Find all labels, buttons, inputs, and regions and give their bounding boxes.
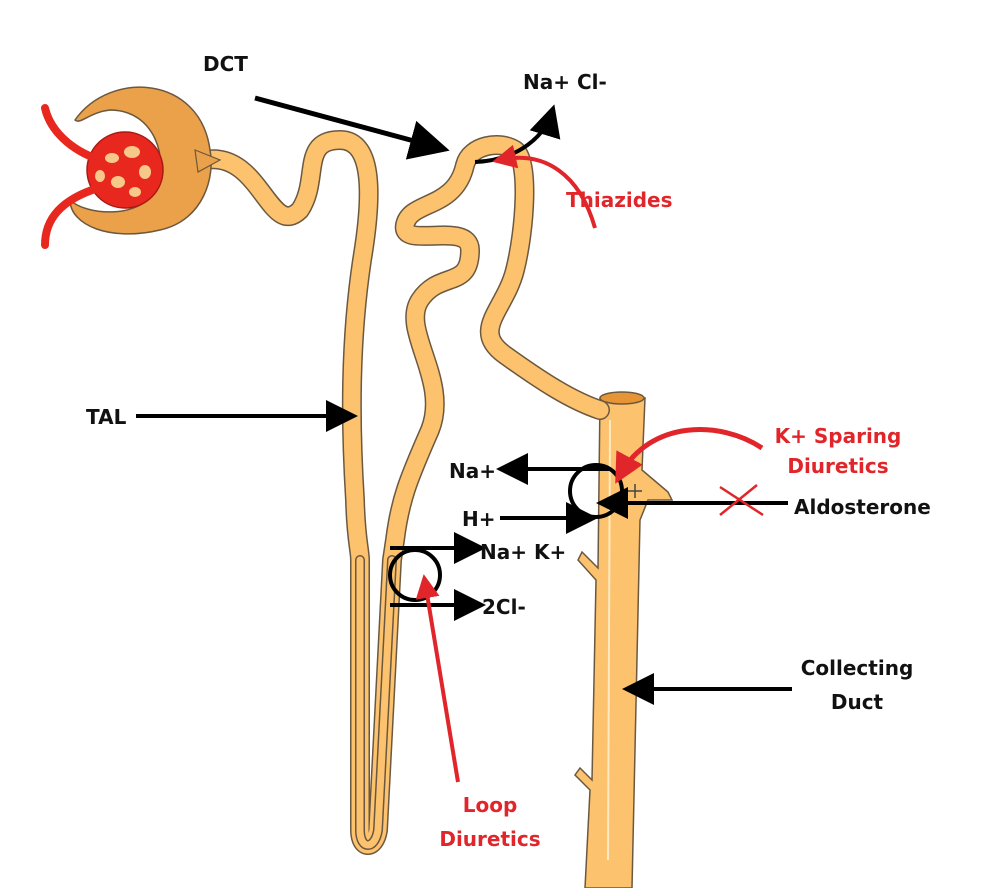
loop-diuretics-label: Loop Diuretics — [430, 793, 550, 851]
loop-diuretic-arrow — [415, 574, 460, 783]
collecting-line1: Collecting — [800, 656, 914, 680]
collecting-duct-label: Collecting Duct — [782, 656, 932, 714]
k-sparing-line2: Diuretics — [787, 454, 889, 478]
enac-transporter — [568, 463, 624, 519]
bowman-capsule — [69, 86, 222, 235]
glomerulus — [41, 104, 164, 249]
loop-line1: Loop — [462, 793, 518, 817]
k-sparing-line1: K+ Sparing — [774, 424, 902, 448]
loop-line2: Diuretics — [439, 827, 541, 851]
tal-label: TAL — [86, 405, 127, 429]
k-sparing-arrow — [615, 427, 764, 484]
thiazide-arrow — [492, 144, 597, 229]
block-x-icon — [719, 484, 764, 517]
na-cl-efflux-arrow — [474, 104, 561, 164]
thiazides-label: Thiazides — [566, 188, 673, 212]
nkcc2-transporter — [388, 548, 442, 602]
k-sparing-label: K+ Sparing Diuretics — [768, 424, 908, 478]
dct-arrow — [254, 95, 450, 160]
renal-tubule — [195, 130, 610, 855]
na-k-label: Na+ K+ — [480, 540, 567, 564]
two-cl-label: 2Cl- — [482, 595, 526, 619]
na-cl-label: Na+ Cl- — [523, 70, 607, 94]
collecting-line2: Duct — [830, 690, 884, 714]
na-plus-label: Na+ — [449, 459, 496, 483]
plus-sign — [628, 484, 642, 498]
dct-label: DCT — [203, 52, 248, 76]
h-plus-label: H+ — [462, 507, 496, 531]
aldosterone-label: Aldosterone — [794, 495, 931, 519]
